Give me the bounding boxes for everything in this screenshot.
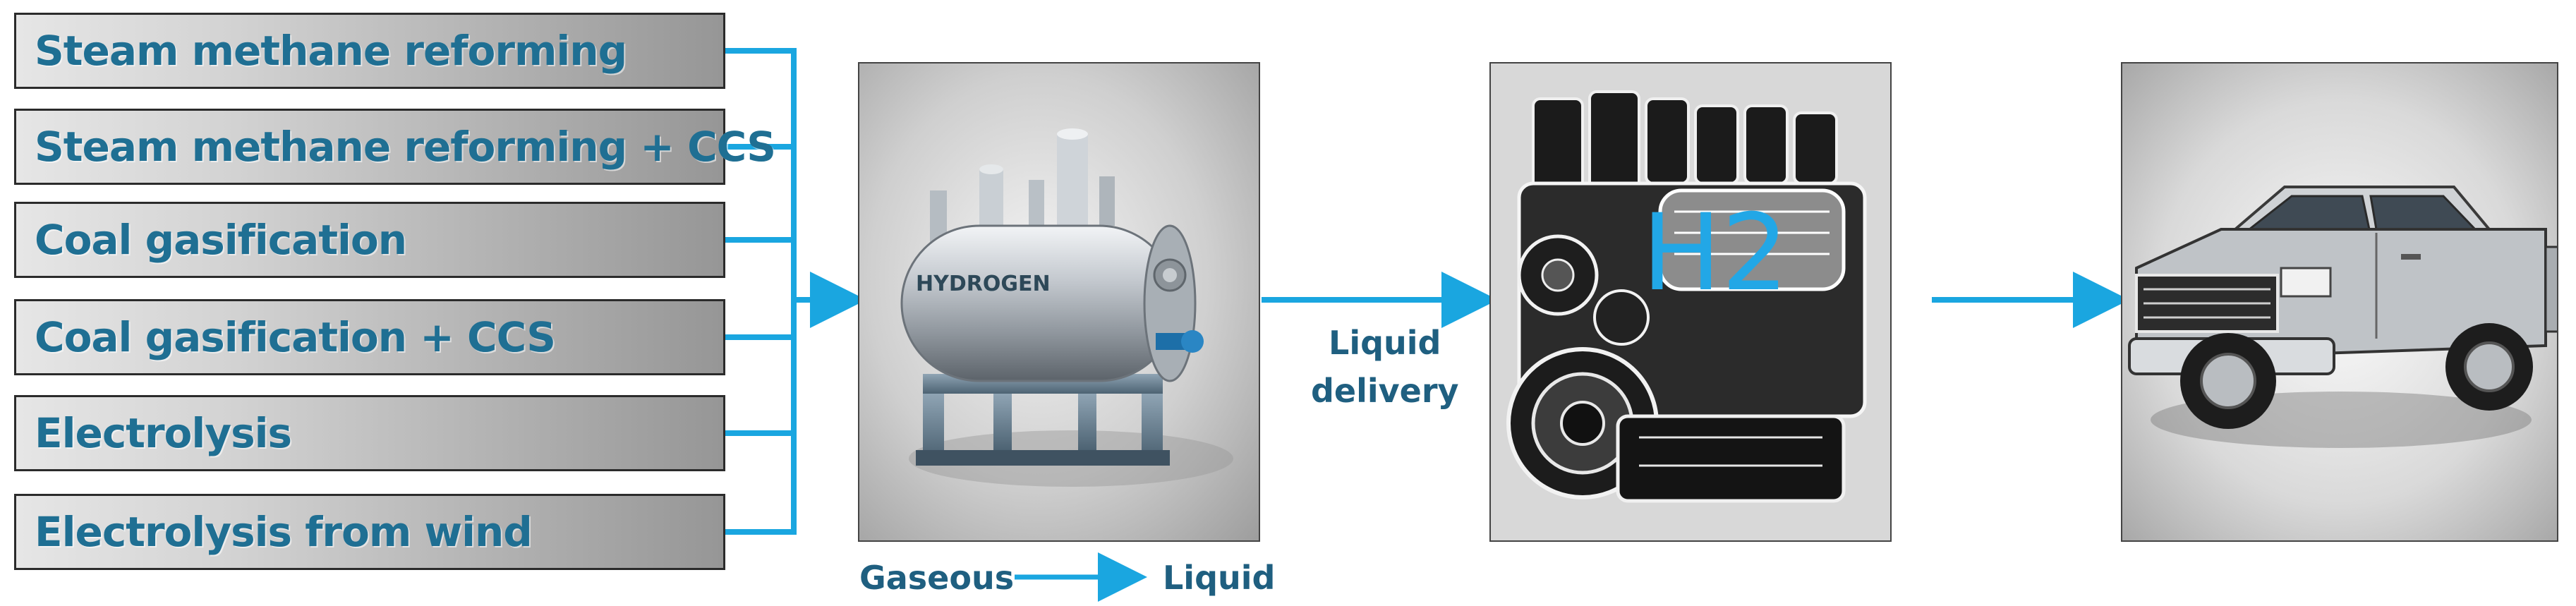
delivery-label: Liquid delivery (1311, 319, 1459, 415)
pathway-box: Coal gasification (14, 202, 725, 278)
pathway-label: Coal gasification (35, 216, 407, 264)
gaseous-label: Gaseous (859, 559, 1015, 597)
pathway-box: Steam methane reforming + CCS (14, 109, 776, 185)
tank-illustration: HYDROGEN (900, 128, 1233, 487)
engine-illustration: H2 (1491, 63, 1890, 540)
pathway-label: Electrolysis (35, 409, 292, 457)
tank-label: HYDROGEN (916, 272, 1051, 296)
delivery-label-line2: delivery (1311, 372, 1459, 410)
delivery-label-line1: Liquid (1329, 324, 1441, 362)
hydrogen-tank-image: HYDROGEN (858, 62, 1260, 542)
hydrogen-engine-image: H2 (1489, 62, 1892, 542)
engine-h2-label: H2 (1642, 192, 1789, 315)
pathway-box: Steam methane reforming (14, 13, 725, 89)
pathway-label: Steam methane reforming (35, 27, 627, 75)
truck-illustration (2128, 186, 2557, 448)
pathway-box: Electrolysis from wind (14, 494, 725, 570)
liquid-label: Liquid (1163, 559, 1276, 597)
pickup-truck-image (2121, 62, 2558, 542)
pathway-label: Coal gasification + CCS (35, 313, 556, 361)
pathway-label: Electrolysis from wind (35, 508, 533, 556)
pathway-label: Steam methane reforming + CCS (35, 123, 776, 171)
pathway-box: Electrolysis (14, 395, 725, 471)
pathway-box: Coal gasification + CCS (14, 299, 725, 375)
